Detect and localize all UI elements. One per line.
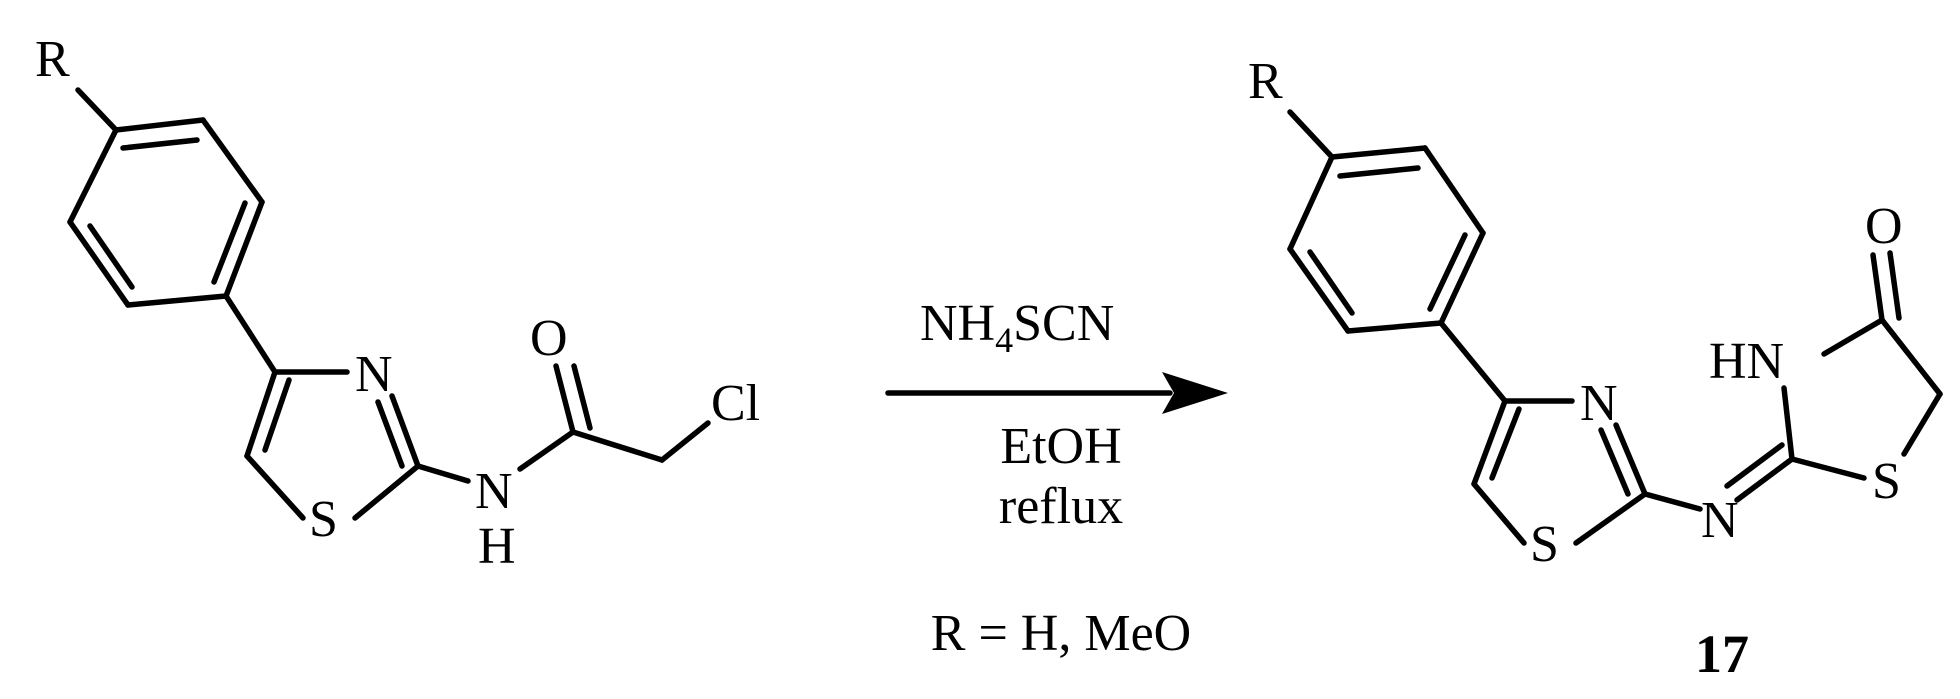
solvent-label: EtOH: [1000, 418, 1121, 475]
reactant-thiazole-n: N: [355, 346, 393, 403]
reactant-r-substituent: R: [35, 31, 70, 88]
reagent-main: NH: [920, 295, 995, 352]
product-thiazole-n: N: [1580, 375, 1618, 432]
reagent-label: NH4SCN: [920, 295, 1114, 360]
product-structure: R N S N HN S O 17: [1248, 53, 1943, 684]
product-ring-s: S: [1872, 453, 1901, 510]
reactant-carbonyl-o: O: [530, 310, 568, 367]
substituent-note: R = H, MeO: [931, 605, 1191, 662]
reactant-structure: R N S O N H Cl: [35, 31, 760, 575]
reagent-tail: SCN: [1013, 295, 1114, 352]
reaction-conditions: NH4SCN EtOH reflux R = H, MeO: [885, 295, 1228, 662]
product-r-substituent: R: [1248, 53, 1283, 110]
reactant-thiazole-s: S: [309, 491, 338, 548]
reactant-amide-h: H: [478, 518, 516, 575]
compound-number: 17: [1695, 624, 1749, 684]
product-imine-n: N: [1701, 492, 1739, 549]
reagent-subscript: 4: [995, 320, 1013, 360]
product-ring-nh: HN: [1709, 333, 1784, 390]
product-carbonyl-o: O: [1865, 198, 1903, 255]
reactant-amide-n: N: [475, 463, 513, 520]
condition-label: reflux: [999, 478, 1123, 535]
reaction-arrow-head: [1162, 372, 1228, 414]
product-thiazole-s: S: [1530, 516, 1559, 573]
reactant-chlorine: Cl: [711, 375, 760, 432]
